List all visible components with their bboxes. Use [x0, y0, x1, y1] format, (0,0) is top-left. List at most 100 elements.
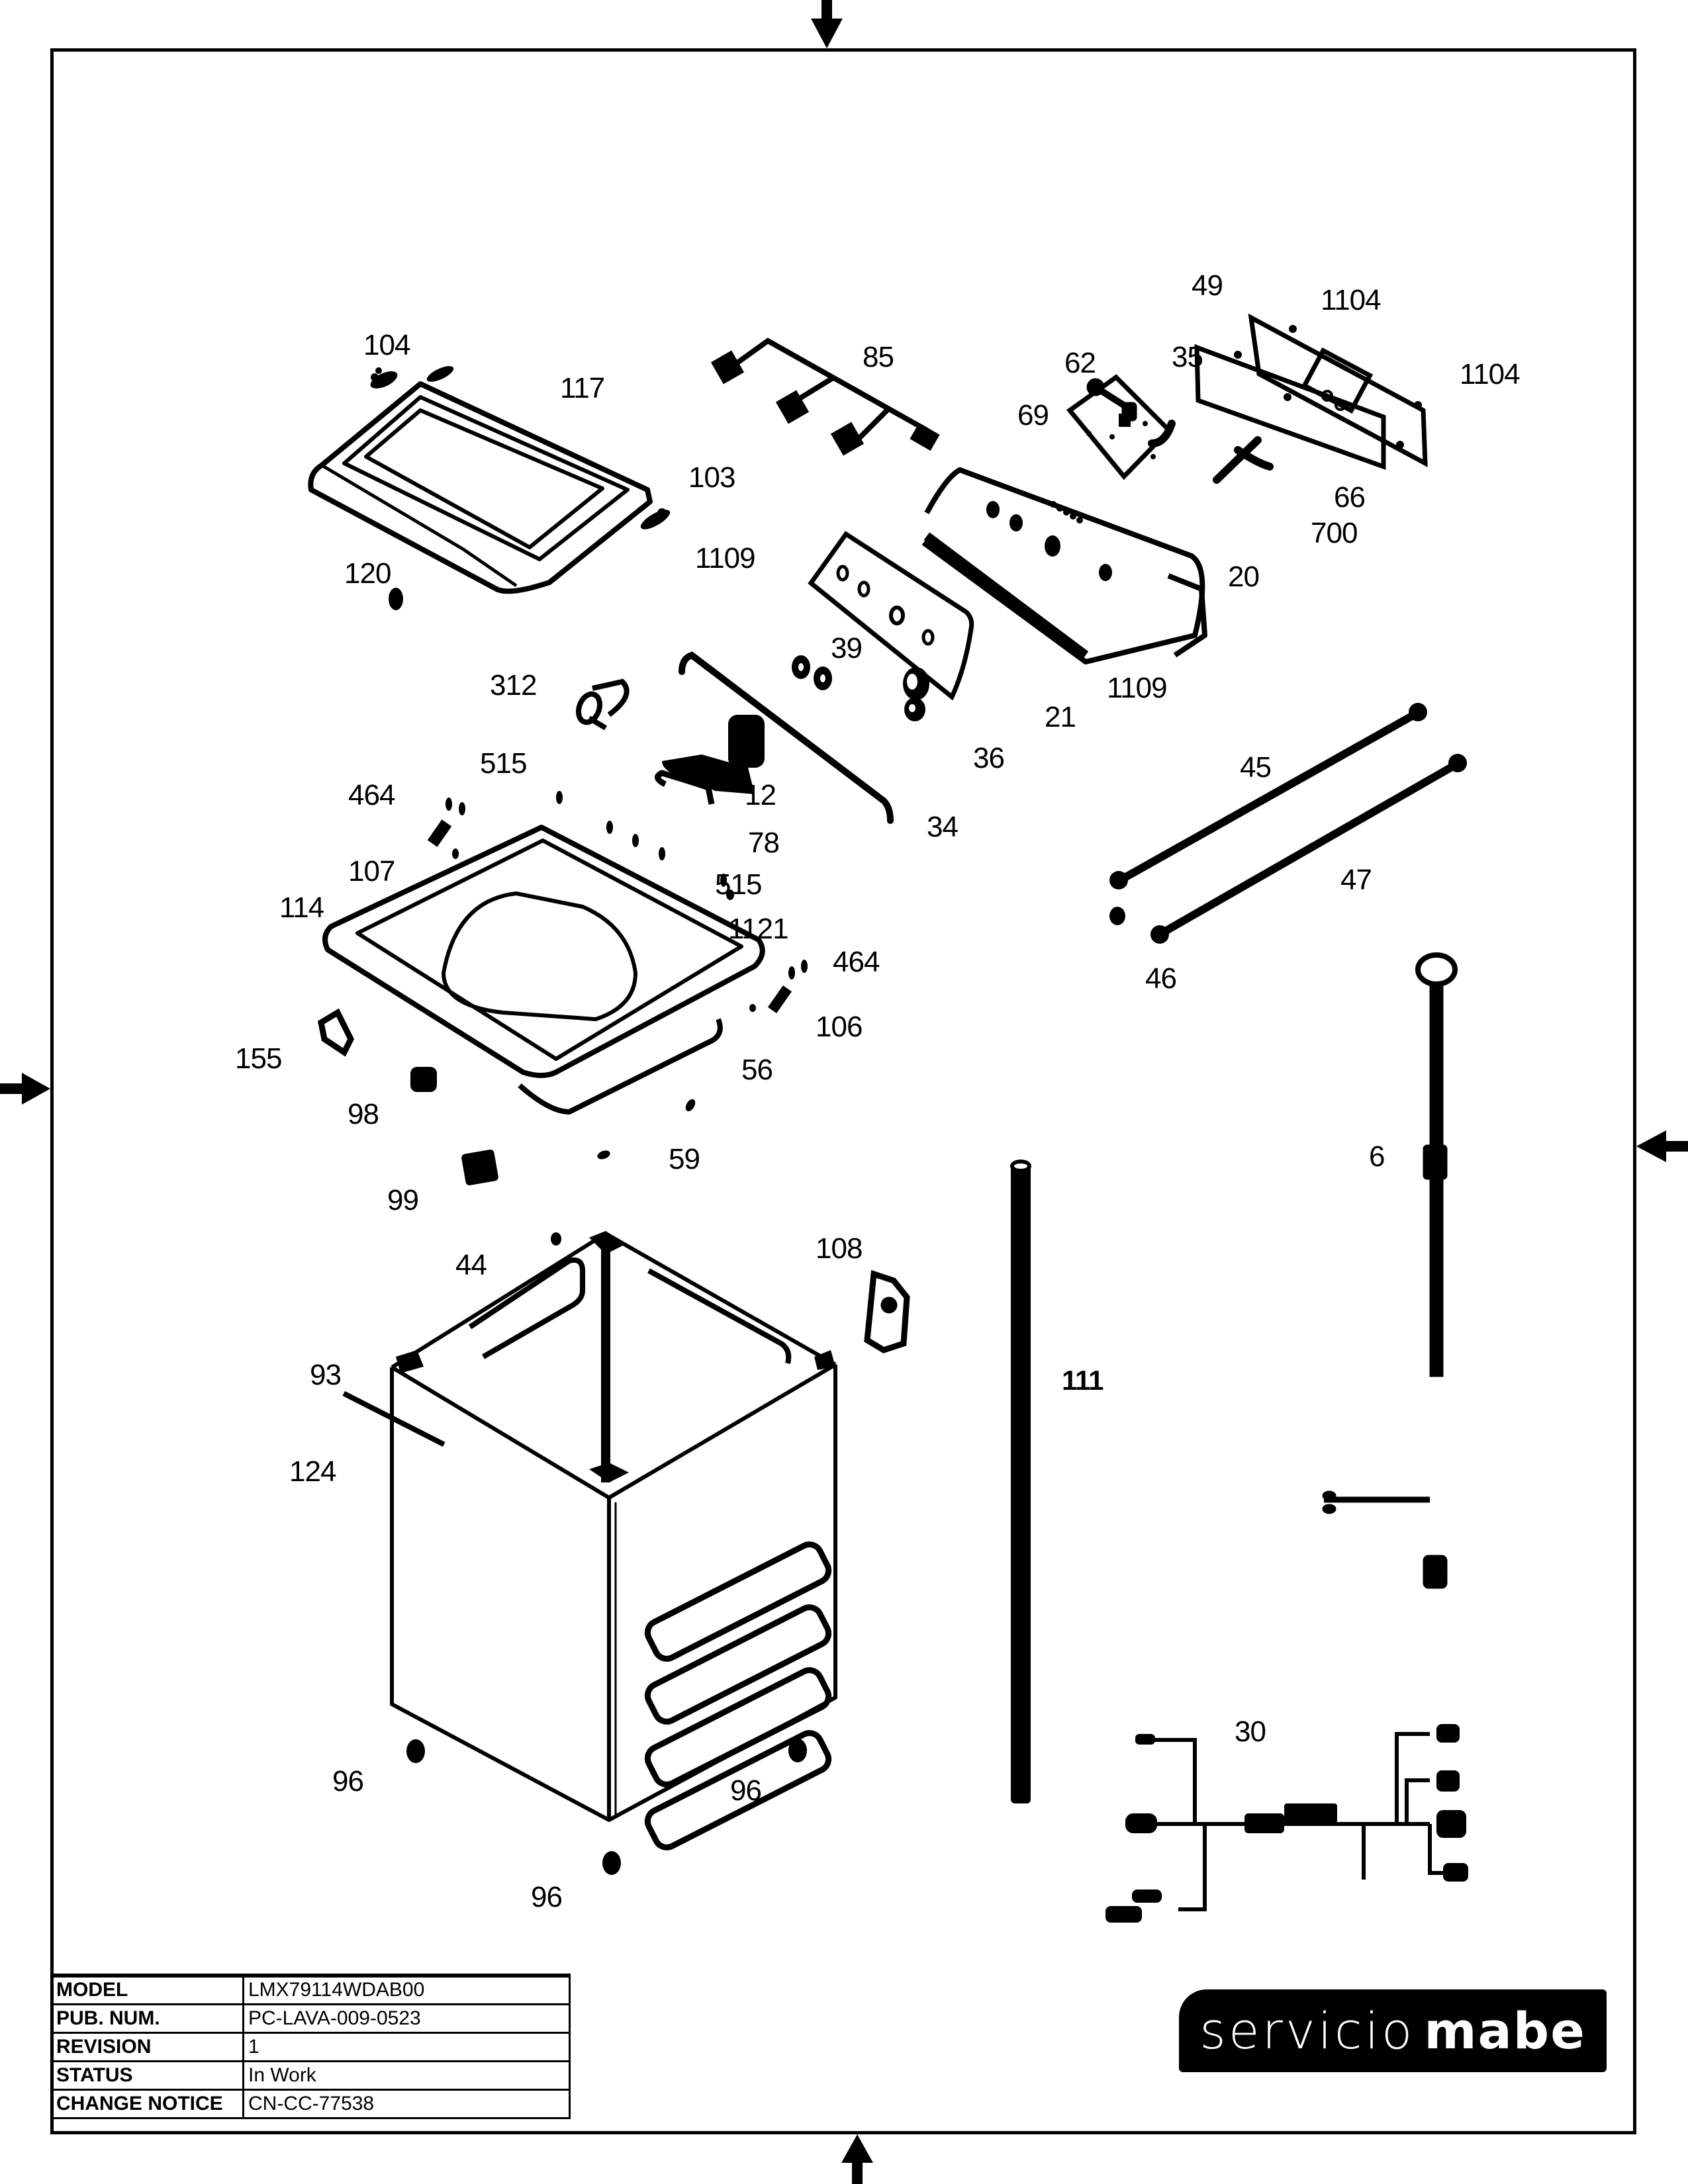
callout-85: 85 — [863, 341, 894, 373]
callout-464: 464 — [348, 779, 395, 811]
callout-45: 45 — [1240, 751, 1272, 784]
callout-46: 46 — [1145, 962, 1177, 995]
title-block-key: REVISION — [50, 2031, 244, 2062]
callout-36: 36 — [973, 742, 1005, 774]
part-wire-harness-85 — [710, 338, 940, 456]
pub-num-value: PC-LAVA-009-0523 — [242, 2003, 571, 2034]
callout-155: 155 — [235, 1042, 282, 1075]
callout-30: 30 — [1235, 1715, 1266, 1748]
logo-text-mabe: mabe — [1424, 2001, 1586, 2060]
part-harness-connectors — [1105, 1724, 1468, 1923]
callout-103: 103 — [688, 461, 735, 494]
part-lid — [308, 381, 653, 594]
part-lid-hinge-left — [370, 366, 454, 388]
title-block-key: STATUS — [50, 2060, 244, 2091]
part-console-holes — [986, 501, 1112, 581]
part-power-cord — [1322, 952, 1458, 1589]
title-block-row: REVISION 1 — [50, 2031, 571, 2062]
callout-515: 515 — [480, 747, 527, 780]
change-notice-value: CN-CC-77538 — [242, 2088, 571, 2119]
part-top-cover — [322, 825, 765, 1078]
arrow-down-icon — [811, 0, 843, 48]
part-cabinet-corners — [342, 1231, 835, 1482]
title-block-row: PUB. NUM. PC-LAVA-009-0523 — [50, 2003, 571, 2034]
callout-1104: 1104 — [1460, 358, 1521, 390]
model-value: LMX79114WDAB00 — [242, 1974, 571, 2005]
title-block-key: MODEL — [50, 1974, 244, 2005]
callout-44: 44 — [455, 1249, 487, 1281]
callout-515: 515 — [715, 868, 762, 901]
arrow-left-icon — [1636, 1130, 1688, 1162]
part-small-fasteners — [427, 791, 808, 1013]
callout-34: 34 — [927, 811, 959, 843]
part-front-trim — [518, 1018, 723, 1115]
callout-39: 39 — [831, 632, 863, 664]
callout-78: 78 — [748, 827, 780, 859]
part-312-bracket — [576, 678, 630, 731]
part-34-rod — [679, 651, 894, 824]
title-block-key: PUB. NUM. — [50, 2003, 244, 2034]
callout-20: 20 — [1228, 561, 1260, 593]
title-block-row: MODEL LMX79114WDAB00 — [50, 1974, 571, 2005]
part-78-hose — [655, 770, 715, 805]
logo-text-servicio: servicio — [1199, 2001, 1415, 2060]
callout-114: 114 — [279, 891, 324, 924]
callout-56: 56 — [741, 1054, 773, 1086]
callout-106: 106 — [816, 1011, 863, 1043]
callout-98: 98 — [348, 1098, 379, 1130]
arrow-up-icon — [841, 2134, 873, 2184]
part-108-valve — [864, 1269, 910, 1353]
callout-49: 49 — [1192, 269, 1223, 302]
part-control-console — [921, 467, 1207, 664]
title-block: MODEL LMX79114WDAB00 PUB. NUM. PC-LAVA-0… — [50, 1974, 571, 2119]
part-screws-1104 — [1234, 325, 1422, 457]
part-leveling-feet — [406, 1739, 807, 1875]
callout-120: 120 — [344, 557, 391, 590]
part-drain-pipe — [1010, 1160, 1031, 1803]
part-rod-ends — [1109, 703, 1467, 944]
callout-1109: 1109 — [1107, 672, 1168, 704]
callout-96: 96 — [332, 1765, 364, 1797]
callout-62: 62 — [1064, 347, 1096, 379]
part-lid-hinge-right — [640, 508, 671, 529]
part-155-bracket — [317, 1008, 355, 1057]
callout-47: 47 — [1340, 864, 1372, 896]
callout-107: 107 — [348, 855, 395, 887]
part-lid-bumper — [389, 588, 403, 610]
servicio-mabe-logo: servicio mabe — [1179, 1989, 1607, 2072]
status-value: In Work — [242, 2060, 571, 2091]
callout-1104: 1104 — [1321, 284, 1382, 316]
callout-117: 117 — [560, 372, 605, 404]
callout-96: 96 — [531, 1881, 563, 1913]
part-control-panel-overlay — [808, 531, 974, 701]
callout-108: 108 — [816, 1232, 863, 1265]
part-cabinet — [390, 1232, 837, 1850]
part-hoses — [1148, 420, 1274, 484]
part-tension-rods — [1116, 709, 1460, 937]
drawing-frame — [50, 48, 1636, 2134]
part-control-board — [1066, 374, 1172, 480]
part-rear-panel — [1194, 313, 1428, 470]
callout-464: 464 — [833, 946, 880, 978]
part-dispenser-valve — [662, 715, 765, 794]
callout-59: 59 — [669, 1143, 700, 1175]
callout-312: 312 — [490, 669, 537, 702]
callout-35: 35 — [1172, 341, 1203, 373]
callout-700: 700 — [1311, 517, 1358, 549]
part-encoder — [1086, 378, 1137, 422]
title-block-row: STATUS In Work — [50, 2060, 571, 2091]
callout-66: 66 — [1334, 481, 1366, 514]
callout-69: 69 — [1017, 399, 1049, 432]
part-99-switch — [461, 1149, 498, 1186]
callout-111: 111 — [1062, 1365, 1103, 1396]
part-59-clips — [597, 1099, 696, 1160]
callout-124: 124 — [289, 1455, 336, 1488]
callout-21: 21 — [1045, 701, 1076, 733]
revision-value: 1 — [242, 2031, 571, 2062]
callout-6: 6 — [1369, 1140, 1385, 1173]
callout-93: 93 — [310, 1359, 342, 1391]
arrow-right-icon — [0, 1073, 50, 1105]
callout-104: 104 — [363, 329, 410, 361]
part-knobs — [792, 655, 929, 721]
